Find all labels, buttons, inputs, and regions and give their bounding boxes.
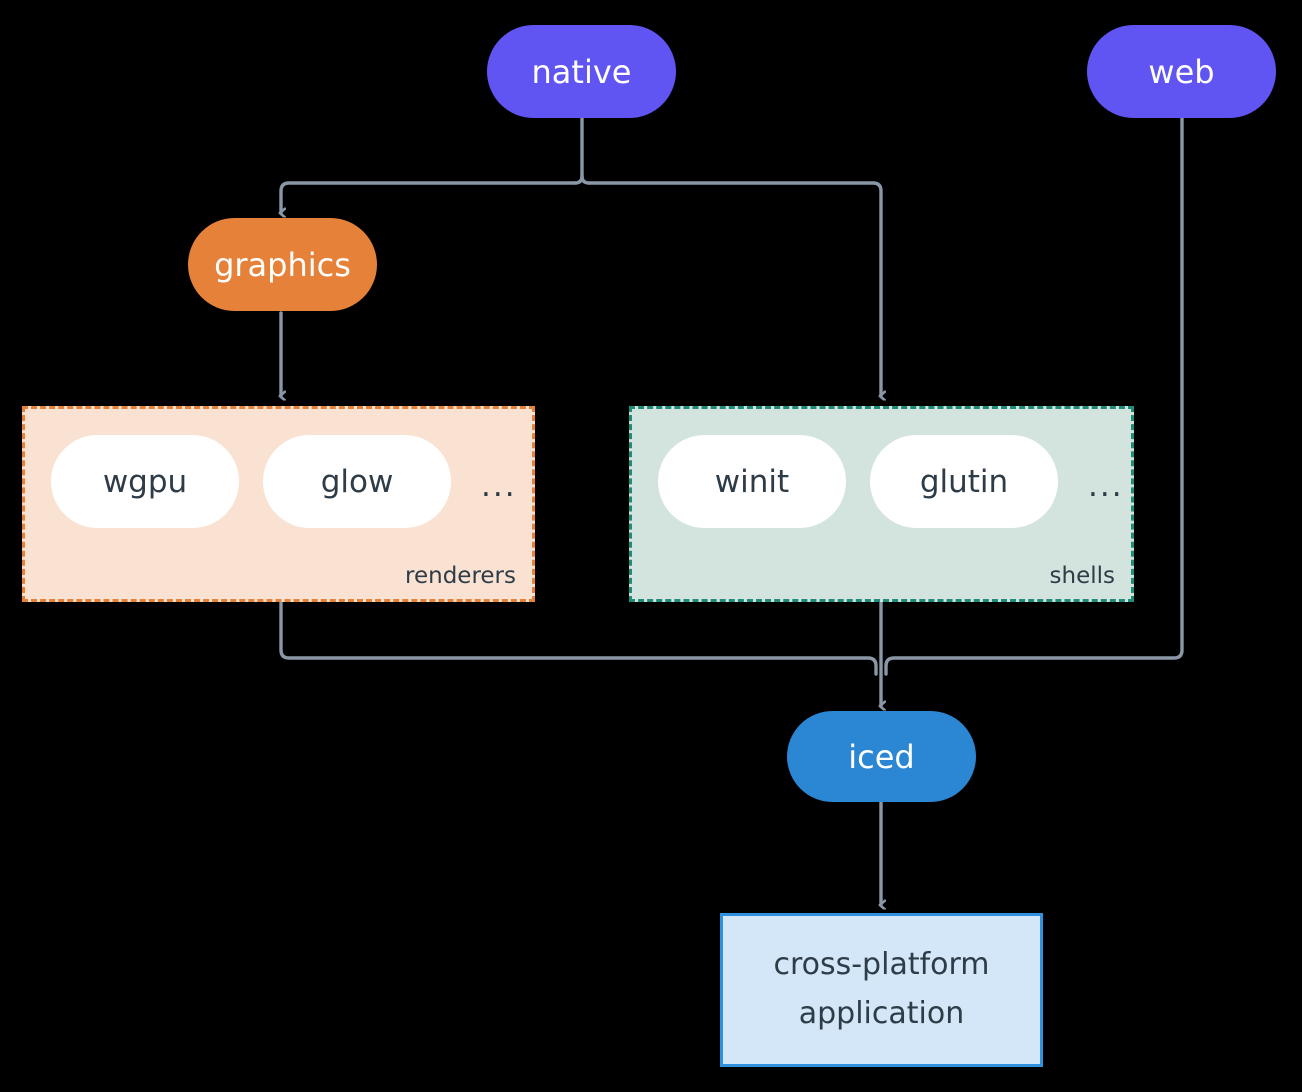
node-application[interactable]: cross-platform application [720,913,1043,1067]
sub-pill-glutin-label: glutin [919,463,1009,500]
edge-native-to-graphics [281,181,577,213]
node-graphics-label: graphics [214,245,351,284]
sub-pill-wgpu[interactable]: wgpu [51,435,239,528]
node-native[interactable]: native [487,25,676,118]
sub-pill-winit-label: winit [714,463,790,500]
group-renderers: wgpu glow ... renderers [22,406,535,602]
node-web-label: web [1148,52,1215,91]
edge-native-to-shells [587,181,881,396]
renderers-overflow-ellipsis: ... [481,468,517,504]
node-graphics[interactable]: graphics [188,218,377,311]
group-shells-label: shells [1049,563,1115,589]
sub-pill-glow-label: glow [320,463,394,500]
edge-native-trunk-left [573,174,584,185]
group-shells: winit glutin ... shells [629,406,1134,602]
shells-overflow-ellipsis: ... [1088,468,1124,504]
node-web[interactable]: web [1087,25,1276,118]
node-native-label: native [531,52,632,91]
sub-pill-glow[interactable]: glow [263,435,451,528]
sub-pill-glutin[interactable]: glutin [870,435,1058,528]
edge-native-trunk [580,116,591,185]
edge-renderers-to-iced [279,600,878,676]
node-iced-label: iced [848,737,915,776]
node-iced[interactable]: iced [787,711,976,802]
group-renderers-label: renderers [405,563,516,589]
sub-pill-wgpu-label: wgpu [102,463,188,500]
node-application-line1: cross-platform [773,947,990,983]
node-application-line2: application [798,996,965,1031]
sub-pill-winit[interactable]: winit [658,435,846,528]
